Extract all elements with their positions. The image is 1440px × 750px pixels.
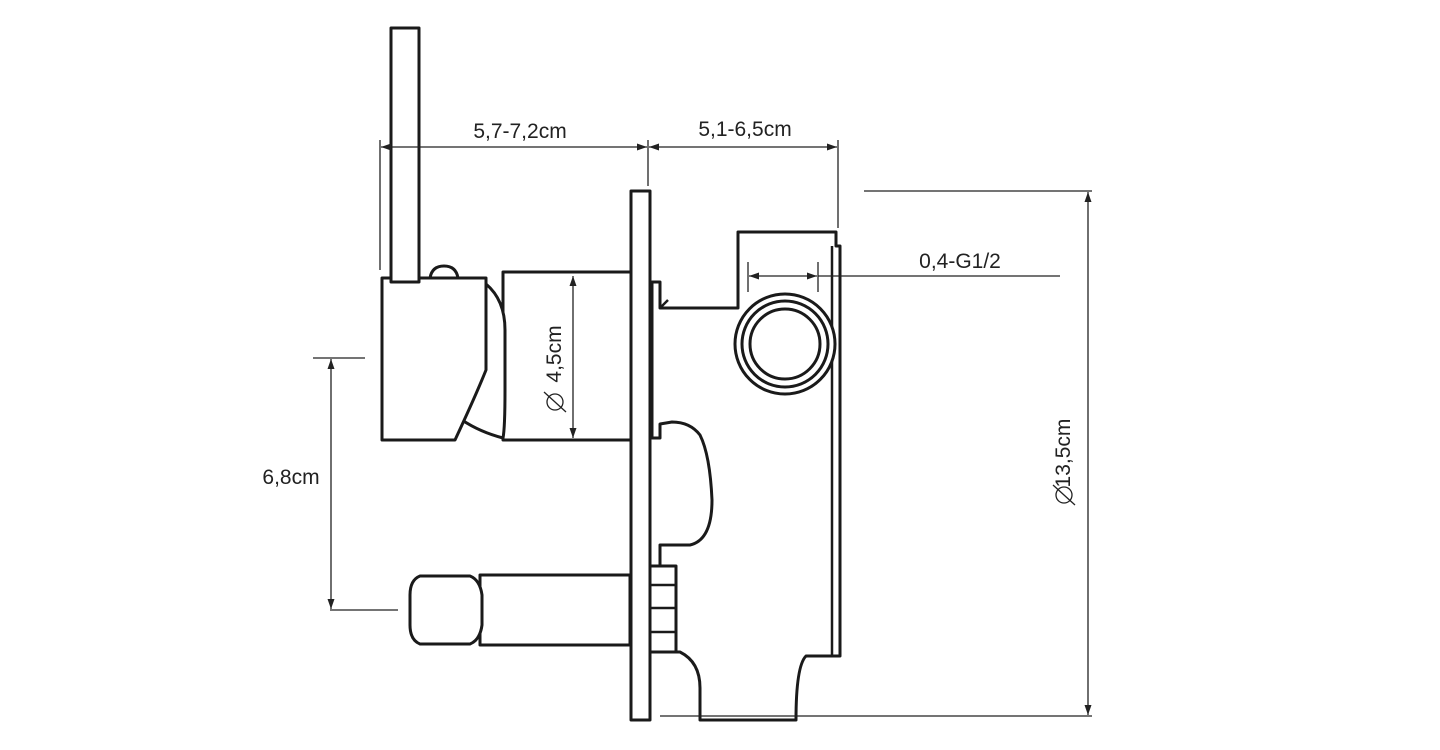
dim-plate-annotation: 13,5cm — [1052, 419, 1076, 506]
handle-grub-screw — [428, 264, 460, 280]
valve-body-step — [659, 299, 669, 309]
dim-rosette-label: 4,5cm — [543, 325, 566, 382]
diameter-symbol-icon — [1055, 486, 1073, 504]
diameter-symbol-slash — [543, 391, 567, 413]
dim-handle-reach-label: 5,7-7,2cm — [473, 120, 566, 143]
dim-plate-label: 13,5cm — [1052, 419, 1075, 488]
dim-center-distance-label: 6,8cm — [262, 466, 319, 489]
dim-rosette-annotation: 4,5cm — [543, 325, 567, 413]
outlet-pipe — [478, 573, 632, 647]
wall-plate — [629, 189, 652, 722]
handle-body — [380, 276, 488, 442]
rosette — [501, 270, 633, 442]
dim-body-depth-label: 5,1-6,5cm — [698, 118, 791, 141]
handle-lever — [389, 26, 421, 284]
outlet-knob — [408, 574, 484, 646]
diameter-symbol-icon — [546, 393, 564, 411]
diameter-symbol-slash — [1052, 484, 1076, 506]
dim-connection-label: 0,4-G1/2 — [919, 250, 1001, 273]
inlet-port-inner — [748, 307, 822, 381]
